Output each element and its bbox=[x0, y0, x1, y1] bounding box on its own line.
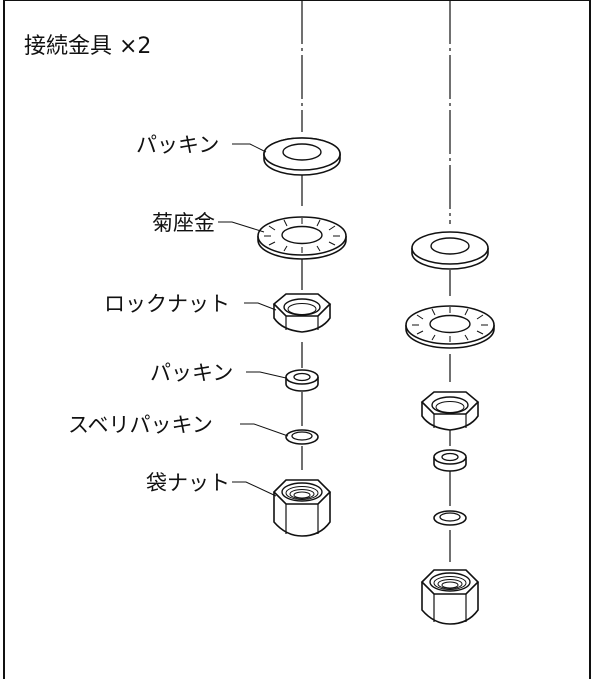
locknut-part bbox=[272, 293, 332, 333]
slip-packing-part bbox=[285, 429, 319, 445]
label-slip-packing: スベリパッキン bbox=[68, 413, 213, 437]
right-cap-nut-part bbox=[420, 569, 480, 625]
frame-border bbox=[3, 0, 591, 679]
label-washer: 菊座金 bbox=[152, 211, 215, 235]
right-small-packing-part bbox=[433, 449, 467, 472]
cap-nut-part bbox=[272, 479, 332, 537]
label-packing-small: パッキン bbox=[150, 361, 233, 385]
packing-top-part bbox=[263, 137, 341, 176]
right-slip-packing-part bbox=[433, 510, 467, 526]
leader-lines bbox=[218, 143, 289, 497]
right-locknut-part bbox=[420, 391, 480, 431]
label-packing-top: パッキン bbox=[136, 133, 219, 157]
right-packing-part bbox=[411, 231, 489, 270]
diagram-title: 接続金具 ×2 bbox=[24, 34, 151, 59]
right-washer-part bbox=[405, 305, 495, 349]
label-locknut: ロックナット bbox=[104, 292, 230, 316]
washer-part bbox=[257, 216, 347, 260]
label-cap-nut: 袋ナット bbox=[146, 471, 230, 495]
small-packing-part bbox=[285, 369, 319, 392]
